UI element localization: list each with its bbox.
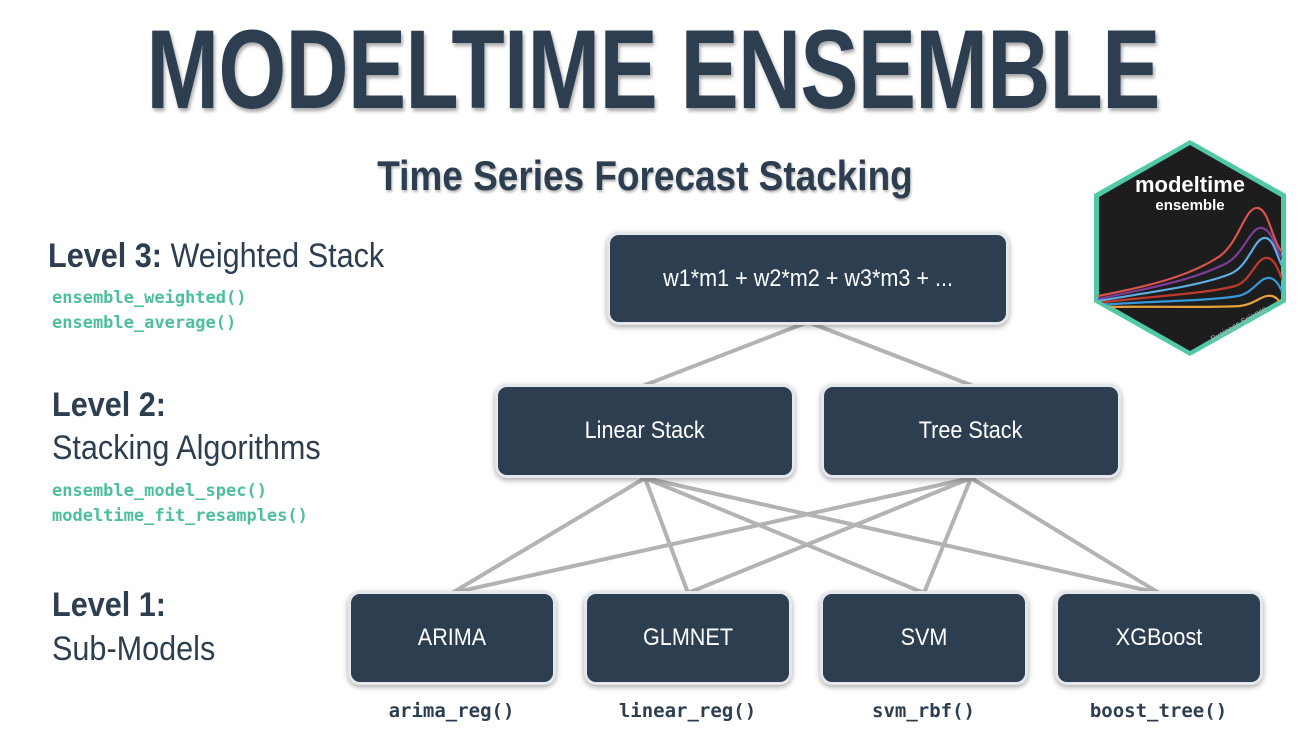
node-arima-label: ARIMA (417, 624, 487, 651)
edge-tree-arima (450, 476, 973, 595)
node-svm-label: SVM (900, 624, 948, 651)
level-3-name: Weighted Stack (170, 237, 385, 275)
function-modeltime-fit-resamples: modeltime_fit_resamples() (52, 506, 308, 526)
node-xgboost: XGBoost (1055, 591, 1263, 685)
edge-top-linear (643, 320, 810, 387)
edge-top-tree (806, 320, 973, 387)
level-2-name: Stacking Algorithms (52, 429, 321, 467)
level-1-name: Sub-Models (52, 630, 216, 668)
level-1-label: Level 1: (52, 586, 166, 624)
node-tree-stack-label: Tree Stack (919, 417, 1023, 444)
edge-tree-xgboost (969, 476, 1161, 595)
node-svm: SVM (820, 591, 1028, 685)
node-glmnet: GLMNET (584, 591, 792, 685)
node-arima: ARIMA (348, 591, 556, 685)
level-3-heading: Level 3: Weighted Stack (48, 236, 384, 276)
level-2-label: Level 2: (52, 386, 166, 424)
node-linear-stack: Linear Stack (495, 384, 795, 478)
node-weighted-formula-label: w1*m1 + w2*m2 + w3*m3 + ... (663, 264, 953, 292)
function-ensemble-average: ensemble_average() (52, 313, 237, 333)
modeltime-ensemble-hex-logo: modeltime ensemble Business Science (1094, 140, 1286, 356)
level-2-functions: ensemble_model_spec() modeltime_fit_resa… (52, 479, 308, 529)
edge-linear-glmnet (643, 476, 690, 595)
edge-linear-svm (643, 476, 926, 595)
function-ensemble-model-spec: ensemble_model_spec() (52, 481, 267, 501)
function-boost-tree: boost_tree() (1089, 700, 1228, 722)
page-subtitle: Time Series Forecast Stacking (377, 152, 913, 199)
node-xgboost-label: XGBoost (1115, 624, 1203, 651)
page-title: MODELTIME ENSEMBLE (146, 7, 1160, 132)
edge-tree-svm (922, 476, 973, 595)
function-linear-reg: linear_reg() (618, 700, 757, 722)
edge-tree-glmnet (686, 476, 973, 595)
node-weighted-formula: w1*m1 + w2*m2 + w3*m3 + ... (607, 232, 1009, 325)
function-svm-rbf: svm_rbf() (872, 700, 975, 722)
node-glmnet-label: GLMNET (642, 624, 733, 651)
logo-title: modeltime (1135, 172, 1245, 197)
node-linear-stack-label: Linear Stack (584, 417, 706, 444)
logo-subtitle: ensemble (1155, 197, 1224, 214)
node-tree-stack: Tree Stack (821, 384, 1121, 478)
function-arima-reg: arima_reg() (388, 700, 515, 722)
level-3-label: Level 3: (48, 237, 162, 275)
level-1-heading: Level 1: (52, 585, 166, 625)
edge-linear-arima (450, 476, 647, 595)
function-ensemble-weighted: ensemble_weighted() (52, 288, 247, 308)
level-2-heading: Level 2: (52, 385, 166, 425)
level-3-functions: ensemble_weighted() ensemble_average() (52, 286, 246, 336)
edge-linear-xgboost (643, 476, 1161, 595)
